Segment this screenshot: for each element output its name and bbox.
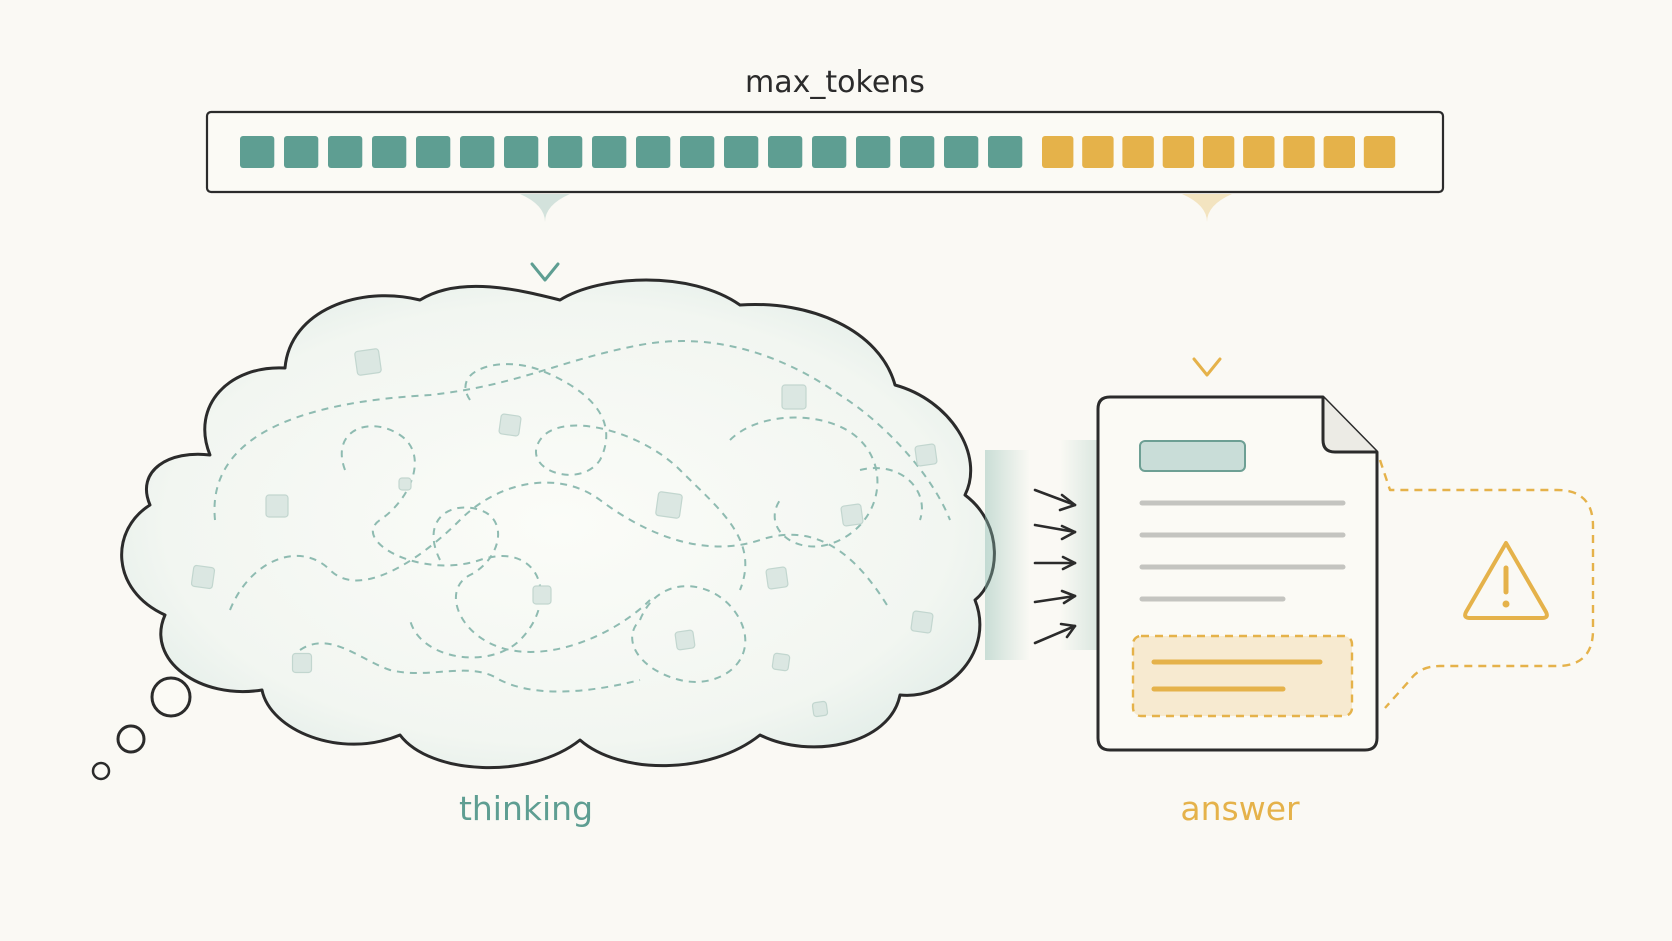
- thought-token-square: [781, 384, 807, 410]
- thinking-token: [548, 136, 583, 168]
- thinking-token: [592, 136, 627, 168]
- thought-token-square: [914, 443, 938, 467]
- thinking-token: [768, 136, 803, 168]
- thought-token-square: [398, 477, 412, 491]
- thinking-token: [680, 136, 715, 168]
- answer-token: [1042, 136, 1074, 168]
- warning-callout: [1378, 459, 1595, 709]
- thinking-token: [944, 136, 979, 168]
- answer-token: [1363, 136, 1396, 168]
- thought-token-square: [190, 564, 216, 590]
- thinking-token: [416, 136, 451, 168]
- answer-token: [1243, 136, 1275, 168]
- thought-token-square: [354, 348, 382, 376]
- thinking-token: [812, 136, 847, 168]
- thought-token-square: [811, 700, 829, 718]
- thinking-token: [460, 136, 495, 168]
- thought-token-square: [291, 652, 313, 674]
- flow-arrows: [1033, 488, 1077, 645]
- thinking-token: [636, 136, 671, 168]
- thought-token-square: [498, 413, 522, 437]
- thought-token-square: [655, 491, 683, 519]
- answer-label: answer: [1180, 789, 1300, 828]
- thinking-token: [856, 136, 891, 168]
- truncated-answer-region: [1131, 634, 1354, 718]
- thought-token-square: [771, 652, 791, 672]
- thinking-token: [240, 136, 275, 168]
- token-cells: [240, 136, 1396, 168]
- document-icon: [1096, 395, 1379, 752]
- thought-token-square: [532, 585, 552, 605]
- thinking-token: [328, 136, 363, 168]
- thinking-token: [900, 136, 935, 168]
- thought-token-square: [674, 629, 696, 651]
- thinking-token: [372, 136, 407, 168]
- thinking-connector: [520, 194, 570, 282]
- answer-token: [1202, 136, 1235, 168]
- thinking-token: [284, 136, 319, 168]
- thought-token-square: [840, 503, 864, 527]
- thinking-token: [724, 136, 759, 168]
- thought-token-square: [765, 566, 789, 590]
- answer-connector: [1182, 194, 1232, 377]
- answer-token: [1082, 136, 1114, 168]
- budget-label: max_tokens: [745, 65, 925, 100]
- thought-token-square: [910, 610, 934, 634]
- warning-triangle-icon: [1463, 541, 1549, 620]
- thought-cloud-icon: [91, 278, 996, 781]
- thinking-token: [988, 136, 1023, 168]
- thinking-token: [504, 136, 539, 168]
- answer-token: [1162, 136, 1195, 168]
- answer-token: [1283, 136, 1315, 168]
- thought-token-square: [265, 494, 289, 518]
- thinking-label: thinking: [459, 789, 593, 828]
- answer-token: [1323, 136, 1355, 168]
- answer-token: [1122, 136, 1154, 168]
